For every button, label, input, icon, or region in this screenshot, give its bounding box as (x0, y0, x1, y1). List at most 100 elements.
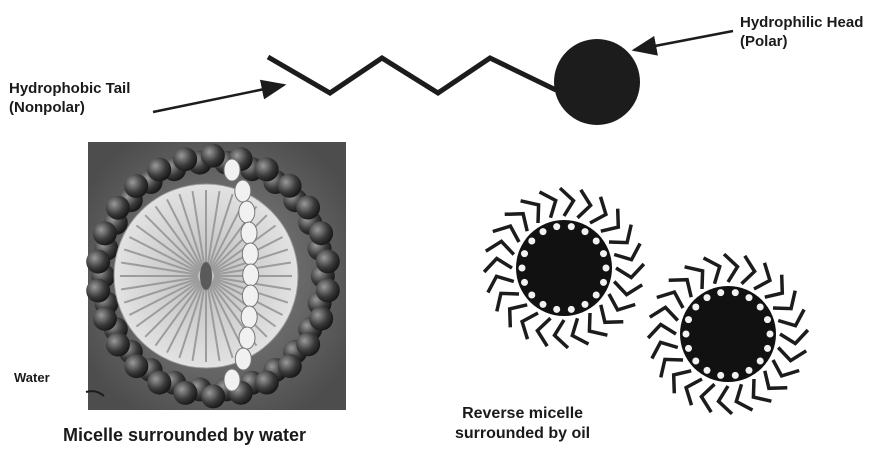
reverse-micelle-head (553, 306, 560, 313)
reverse-micelle-head (519, 265, 526, 272)
micelle-head-sphere (255, 157, 279, 181)
reverse-micelle-tail (652, 342, 678, 358)
reverse-micelle-tail (778, 348, 806, 361)
reverse-micelle-head (717, 372, 724, 379)
micelle-head-sphere (106, 333, 130, 357)
micelle-head-sphere (86, 250, 110, 274)
reverse-micelle-head (764, 316, 771, 323)
micelle-head-sphere (255, 371, 279, 395)
reverse-micelle-head (528, 292, 535, 299)
reverse-micelle-head (582, 228, 589, 235)
reverse-micelle-head (553, 223, 560, 230)
micelle-head-sphere (106, 196, 130, 220)
micelle-head-sphere (316, 249, 340, 273)
hydrophilic-head-label: Hydrophilic Head (Polar) (740, 14, 863, 52)
reverse-micelle-head (767, 331, 774, 338)
reverse-micelle-core (516, 220, 612, 316)
reverse-micelle-tail (780, 330, 808, 344)
reverse-micelle-tail (488, 276, 514, 292)
reverse-micelle-head (685, 316, 692, 323)
micelle-cut-head (241, 222, 257, 244)
micelle-head-sphere (201, 144, 225, 168)
reverse-micelle-caption-line2: surrounded by oil (455, 424, 590, 444)
reverse-micelle-tail (704, 258, 720, 284)
micelle-head-sphere (296, 332, 320, 356)
reverse-micelle-tail (590, 197, 606, 223)
reverse-micelle-tail (650, 307, 678, 320)
reverse-micelle-head (757, 304, 764, 311)
reverse-micelle-head (685, 345, 692, 352)
hydrophilic-head (554, 39, 640, 125)
reverse-micelle-tail (484, 259, 512, 273)
micelle-head-sphere (278, 174, 302, 198)
hydrophobic-tail-subtitle: (Nonpolar) (9, 99, 130, 118)
head-arrow (634, 31, 733, 50)
micelle-cut-head (239, 201, 255, 223)
micelle-cut-head (241, 306, 257, 328)
micelle-cut-head (224, 159, 240, 181)
micelle-head-sphere (309, 221, 333, 245)
reverse-micelle-tail (572, 318, 588, 344)
reverse-micelle-tail (540, 192, 556, 218)
reverse-micelle-right (648, 254, 808, 414)
reverse-micelle-left (484, 188, 644, 348)
reverse-micelle-tail (742, 256, 755, 284)
reverse-micelle-core (680, 286, 776, 382)
reverse-micelle-caption-line1: Reverse micelle (455, 404, 590, 424)
reverse-micelle-head (528, 238, 535, 245)
reverse-micelle-tail (493, 226, 519, 242)
micelle-head-sphere (93, 221, 117, 245)
reverse-micelle-head (717, 289, 724, 296)
reverse-micelle-tail (560, 188, 574, 216)
micelle-head-sphere (316, 278, 340, 302)
reverse-micelle-tail (609, 294, 635, 310)
reverse-micelle-head (746, 294, 753, 301)
micelle-head-sphere (296, 196, 320, 220)
micelle-caption: Micelle surrounded by water (63, 424, 306, 447)
reverse-micelle-head (704, 294, 711, 301)
reverse-micelle-head (582, 301, 589, 308)
micelle-cut-head (243, 264, 259, 286)
micelle-cut-head (235, 180, 251, 202)
hydrophobic-tail-title: Hydrophobic Tail (9, 80, 130, 99)
reverse-micelle-head (764, 345, 771, 352)
hydrophobic-tail (268, 57, 556, 93)
reverse-micelle-tail (701, 384, 714, 412)
reverse-micelle-tail (736, 384, 752, 410)
micelle-head-sphere (147, 371, 171, 395)
reverse-micelle-head (692, 304, 699, 311)
reverse-micelle-tail (614, 282, 642, 295)
reverse-micelle-tail (522, 313, 538, 339)
reverse-micelle-head (593, 292, 600, 299)
reverse-micelle-tail (773, 360, 799, 376)
reverse-micelle-tail (614, 244, 640, 260)
micelle-head-sphere (173, 147, 197, 171)
reverse-micelle-head (683, 331, 690, 338)
micelle-cut-head (224, 369, 240, 391)
reverse-micelle-tail (578, 190, 591, 218)
reverse-micelle-head (568, 223, 575, 230)
reverse-micelle-head (732, 289, 739, 296)
reverse-micelle-tail (486, 241, 514, 254)
hydrophobic-tail-label: Hydrophobic Tail (Nonpolar) (9, 80, 130, 118)
reverse-micelle-tail (616, 264, 644, 278)
micelle-head-sphere (93, 307, 117, 331)
reverse-micelle-tail (657, 292, 683, 308)
micelle-cut-head (239, 327, 255, 349)
reverse-micelle-tail (724, 254, 738, 282)
reverse-micelle-head (746, 367, 753, 374)
micelle-illustration (86, 142, 346, 410)
hydrophilic-head-title: Hydrophilic Head (740, 14, 863, 33)
reverse-micelle-caption: Reverse micelle surrounded by oil (455, 404, 590, 444)
micelle-cut-head (242, 243, 258, 265)
reverse-micelle-head (600, 279, 607, 286)
micelle-head-sphere (309, 307, 333, 331)
micelle-center (200, 262, 212, 290)
micelle-head-sphere (201, 384, 225, 408)
reverse-micelle-head (593, 238, 600, 245)
reverse-micelle-tail (537, 318, 550, 346)
water-label: Water (14, 370, 50, 386)
reverse-micelle-tail (754, 263, 770, 289)
reverse-micelle-tail (778, 310, 804, 326)
reverse-micelle-head (704, 367, 711, 374)
